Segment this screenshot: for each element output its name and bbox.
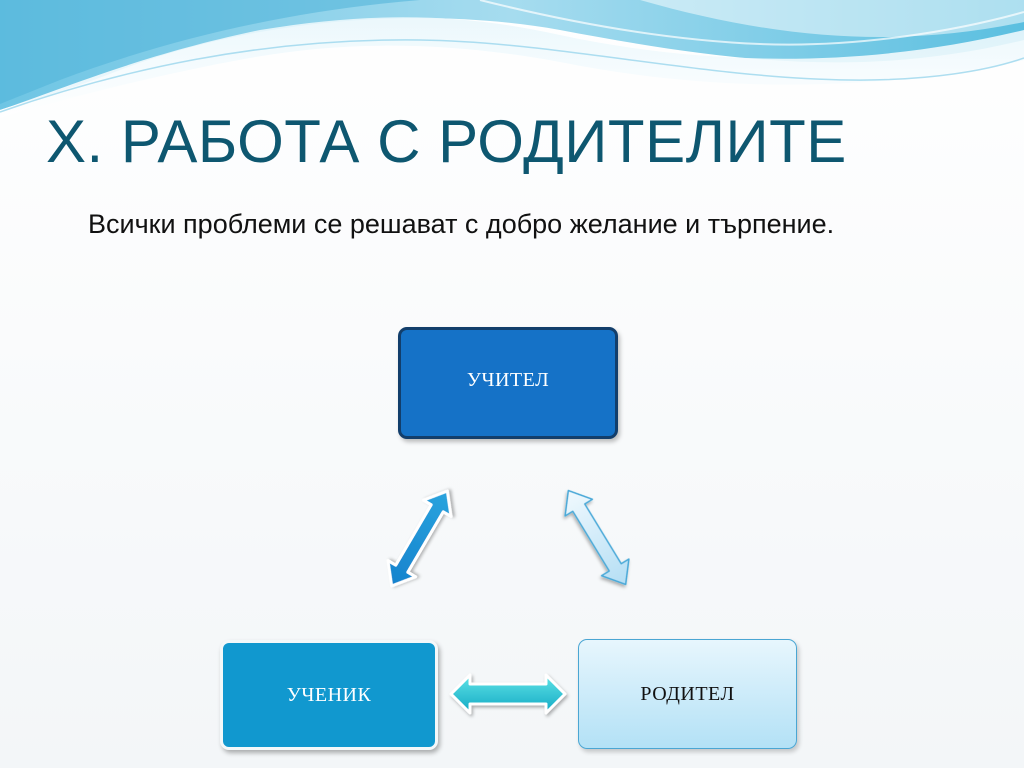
slide-title: X. РАБОТА С РОДИТЕЛИТЕ: [46, 108, 847, 175]
teacher-label: УЧИТЕЛ: [466, 368, 550, 391]
student-label: УЧЕНИК: [286, 683, 372, 706]
slide-subtitle: Всички проблеми се решават с добро желан…: [88, 209, 835, 239]
student-node: УЧЕНИК: [220, 640, 438, 750]
teacher-node: УЧИТЕЛ: [398, 327, 618, 439]
parent-node: РОДИТЕЛ: [578, 639, 797, 749]
parent-label: РОДИТЕЛ: [640, 682, 735, 705]
